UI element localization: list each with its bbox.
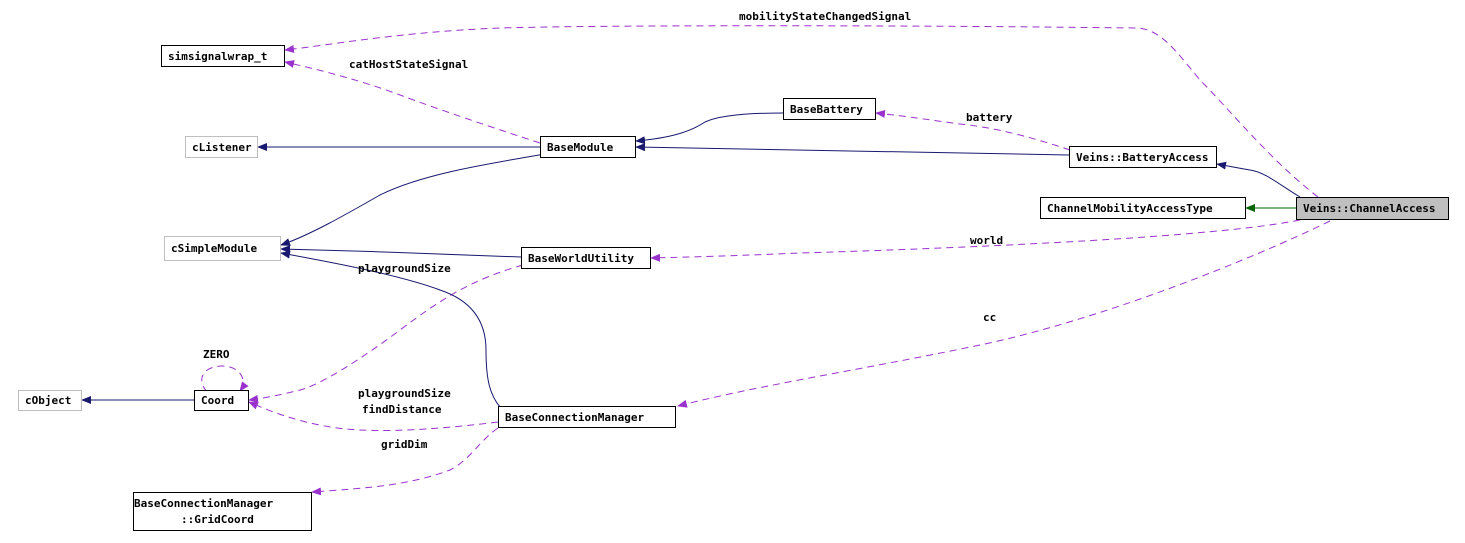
label-find-distance: findDistance (362, 403, 442, 416)
edge-basebattery-basemodule (635, 112, 784, 145)
node-csimplemodule[interactable]: cSimpleModule (164, 236, 281, 261)
node-basebattery[interactable]: BaseBattery (783, 98, 876, 120)
edge-playground-size-world (248, 264, 524, 403)
edge-cat-host-state-signal (284, 60, 541, 144)
node-batteryaccess[interactable]: Veins::BatteryAccess (1069, 146, 1217, 168)
node-gridcoord[interactable]: BaseConnectionManager ::GridCoord (133, 492, 312, 531)
label-grid-dim: gridDim (381, 438, 428, 451)
edge-basemodule-csimplemodule (280, 153, 546, 246)
node-label: Veins::ChannelAccess (1303, 202, 1436, 215)
node-label: simsignalwrap_t (168, 49, 268, 63)
edge-playground-find-distance (248, 401, 499, 432)
edge-connmanager-csimplemodule (280, 250, 501, 408)
label-world: world (970, 234, 1004, 247)
node-label: cListener (192, 140, 252, 154)
label-mobility-state-changed-signal: mobilityStateChangedSignal (739, 10, 912, 23)
edge-grid-dim (311, 427, 499, 496)
node-label-line1: BaseConnectionManager (134, 496, 274, 510)
edge-battery (875, 109, 1071, 151)
node-channelmobility[interactable]: ChannelMobilityAccessType (1040, 197, 1246, 219)
node-basemodule[interactable]: BaseModule (540, 136, 636, 158)
edge-world (650, 219, 1301, 262)
edge-batteryaccess-basemodule (635, 143, 1070, 156)
node-label: Veins::BatteryAccess (1076, 150, 1209, 164)
label-playground-size-2: playgroundSize (358, 387, 451, 400)
node-label: Coord (201, 394, 235, 407)
edge-zero (201, 365, 249, 393)
label-cat-host-state-signal: catHostStateSignal (349, 58, 469, 71)
label-zero: ZERO (203, 348, 230, 361)
node-clistener[interactable]: cListener (185, 136, 258, 158)
node-coord[interactable]: Coord (194, 390, 249, 411)
label-battery: battery (966, 111, 1013, 124)
node-label: cObject (25, 394, 72, 407)
edge-mobility-state-changed-signal (284, 25, 1319, 198)
label-playground-size-1: playgroundSize (358, 262, 451, 275)
node-baseconnectionmanager[interactable]: BaseConnectionManager (498, 406, 676, 428)
node-baseworldutility[interactable]: BaseWorldUtility (521, 247, 651, 269)
node-channelaccess[interactable]: Veins::ChannelAccess (1296, 197, 1449, 220)
node-label: BaseModule (547, 140, 614, 154)
edge-baseworldutility-csimplemodule (280, 245, 522, 258)
node-label: ChannelMobilityAccessType (1047, 201, 1213, 215)
label-cc: cc (983, 311, 997, 324)
edge-cc (677, 220, 1331, 408)
node-label: cSimpleModule (171, 242, 258, 255)
edge-channelaccess-batteryaccess (1216, 161, 1301, 198)
node-simsignalwrap[interactable]: simsignalwrap_t (161, 45, 285, 67)
node-label: BaseWorldUtility (528, 251, 634, 265)
node-label: BaseBattery (790, 102, 863, 116)
node-label-line2: ::GridCoord (181, 512, 254, 526)
node-label: BaseConnectionManager (505, 410, 645, 424)
node-cobject[interactable]: cObject (18, 390, 82, 411)
